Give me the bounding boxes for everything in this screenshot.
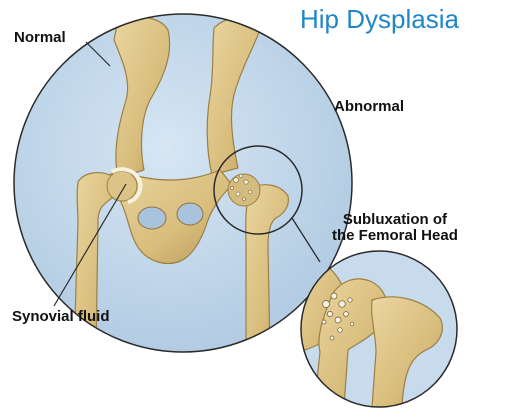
left-obturator-foramen — [138, 207, 166, 229]
left-femoral-head — [107, 171, 137, 201]
label-normal: Normal — [14, 30, 66, 46]
label-subluxation-line1: Subluxation of — [332, 212, 458, 228]
right-femoral-head — [228, 174, 260, 206]
label-abnormal: Abnormal — [334, 99, 404, 115]
right-obturator-foramen — [177, 203, 203, 225]
label-synovial-fluid: Synovial fluid — [12, 309, 110, 325]
label-subluxation-line2: the Femoral Head — [332, 228, 458, 244]
diagram-title: Hip Dysplasia — [300, 4, 459, 35]
label-subluxation-femoral-head: Subluxation of the Femoral Head — [332, 212, 458, 244]
